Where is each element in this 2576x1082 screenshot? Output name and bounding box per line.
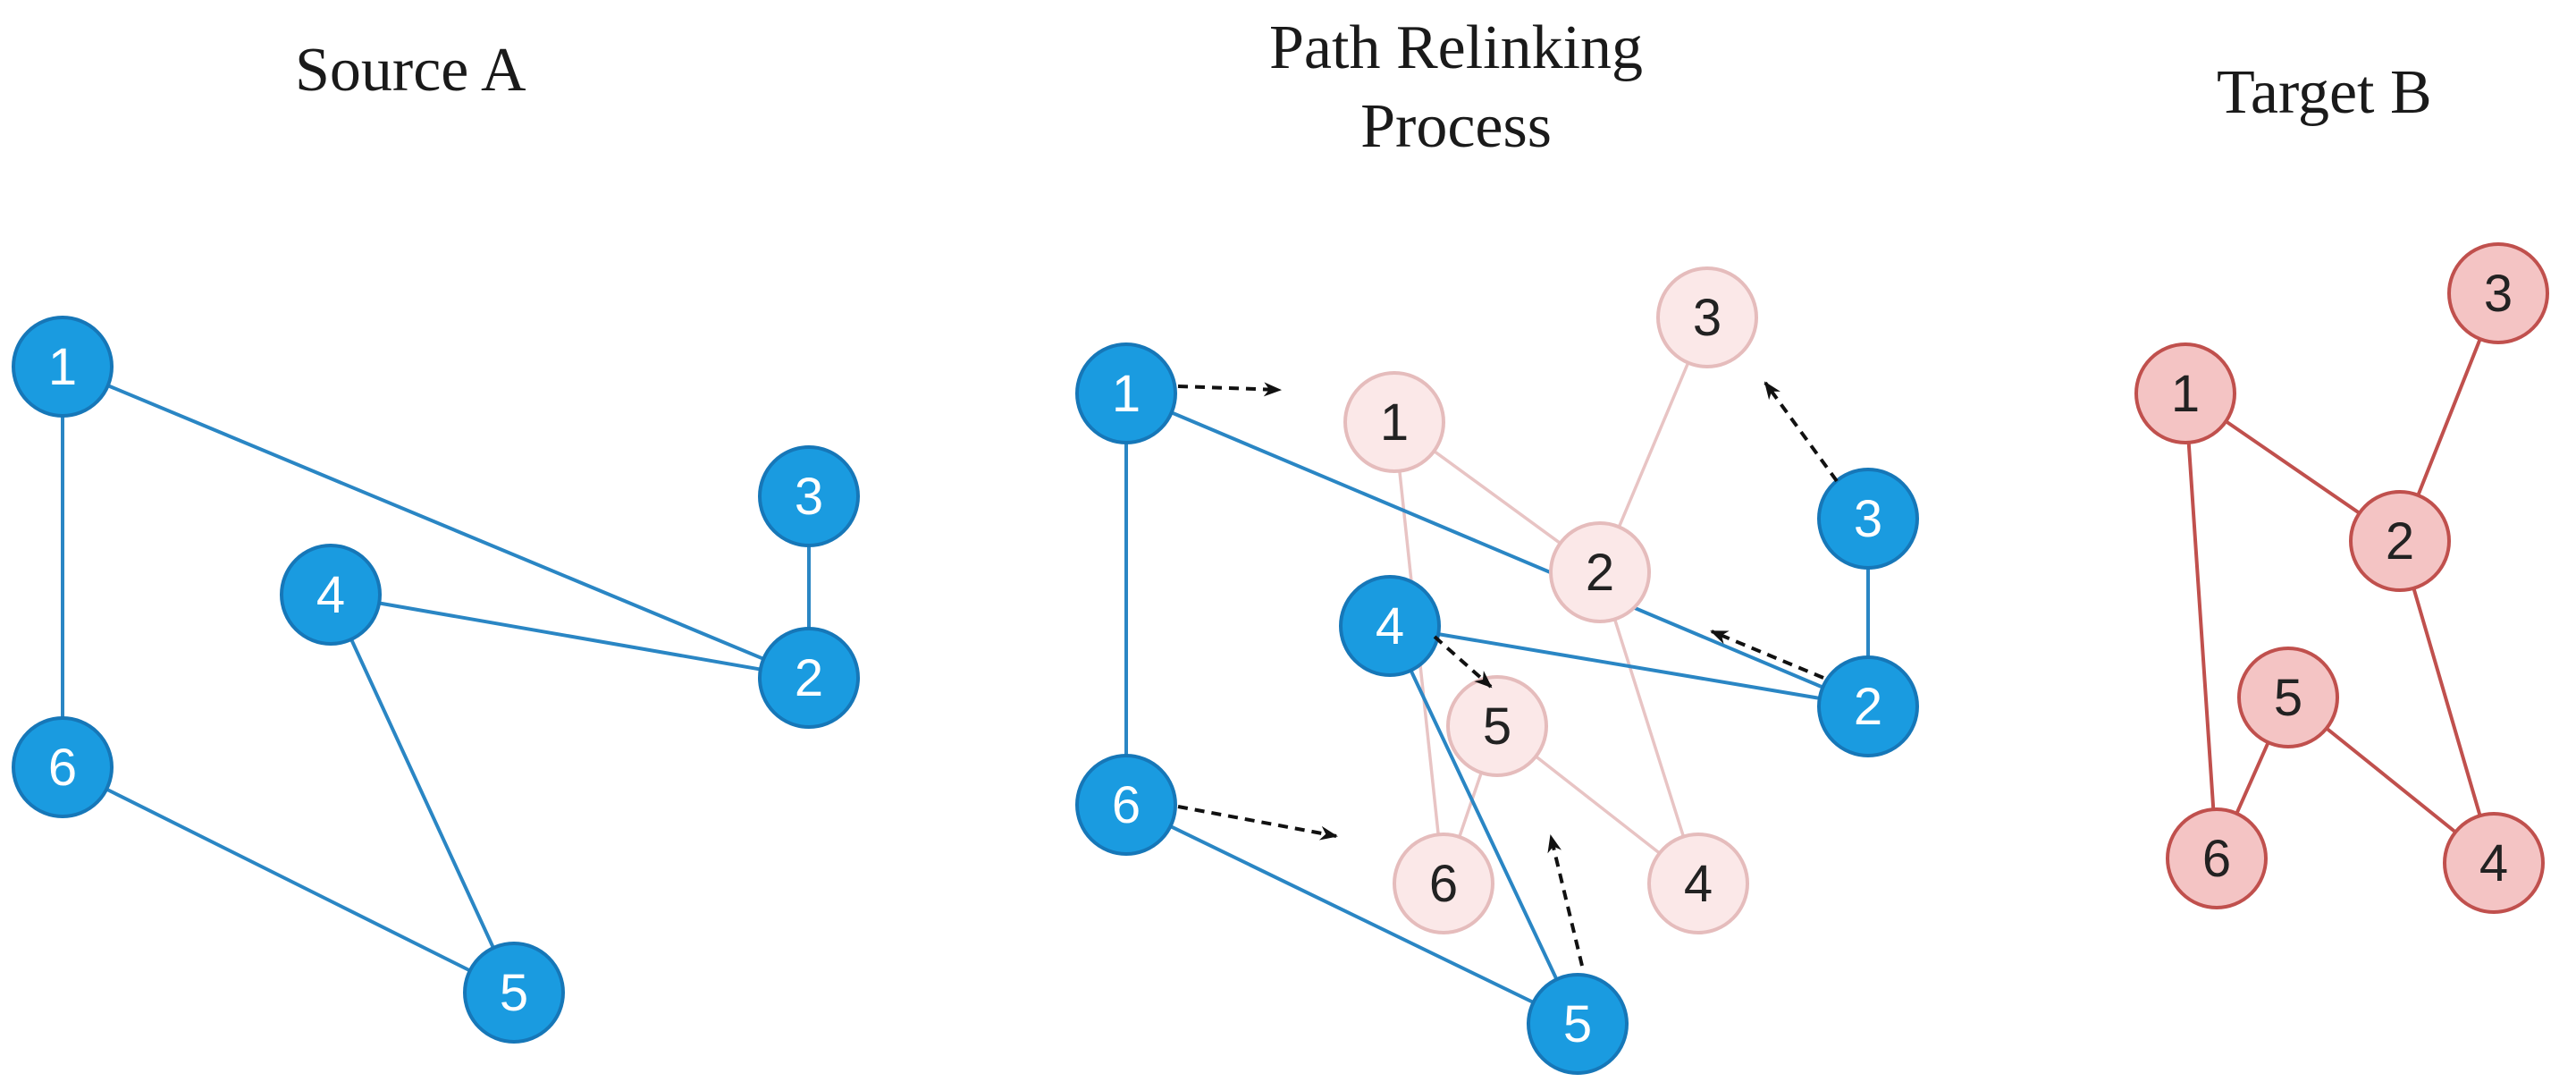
target-node-3-label: 3: [2484, 265, 2513, 323]
target-node-4-label: 4: [2479, 834, 2508, 892]
process-faded-node-4-label: 4: [1684, 855, 1713, 913]
process-blue-node-4-circle: [1339, 575, 1441, 677]
process-faded-node-2: 2: [1549, 521, 1651, 623]
source-node-2-circle: [758, 627, 860, 729]
process-title-line1: Path Relinking: [1269, 13, 1644, 82]
source-node-3: 3: [758, 445, 860, 547]
process-blue-node-3: 3: [1817, 468, 1919, 570]
target-node-4-circle: [2443, 812, 2545, 914]
process-faded-node-3-label: 3: [1693, 289, 1722, 347]
process-blue-edge-4-5: [1388, 624, 1579, 1026]
nodes-layer: 1 2 3 4 5 6 1 2 3 4 5 6 1 2 3 4 5 6 1 2 3 4 5 6: [12, 242, 2549, 1075]
process-blue-node-1-label: 1: [1112, 365, 1141, 423]
target-node-2-label: 2: [2386, 512, 2414, 571]
source-node-6-label: 6: [48, 739, 77, 797]
target-node-6-label: 6: [2202, 830, 2231, 888]
source-edge-4-5: [329, 593, 516, 994]
process-blue-node-3-circle: [1817, 468, 1919, 570]
process-faded-node-4-circle: [1647, 833, 1749, 934]
source-node-5-label: 5: [500, 964, 528, 1022]
process-faded-node-2-label: 2: [1586, 544, 1614, 602]
target-node-3-circle: [2447, 242, 2549, 344]
process-title: Path Relinking Process: [1269, 9, 1643, 165]
process-faded-node-6-circle: [1393, 833, 1494, 934]
process-faded-node-1-circle: [1343, 371, 1445, 473]
moves-layer: [1177, 381, 1839, 967]
source-node-1: 1: [12, 316, 114, 418]
source-edge-1-2: [61, 365, 811, 680]
process-faded-node-3-circle: [1656, 266, 1758, 368]
process-blue-node-6-label: 6: [1112, 776, 1141, 834]
process-blue-node-6-circle: [1075, 754, 1177, 856]
source-node-3-label: 3: [795, 468, 823, 526]
process-blue-node-2: 2: [1817, 655, 1919, 757]
move-arrow-6: [1177, 805, 1338, 841]
source-node-6-circle: [12, 716, 114, 818]
process-title-line2: Process: [1360, 91, 1552, 161]
process-blue-node-4-label: 4: [1376, 597, 1404, 655]
source-node-5: 5: [463, 942, 565, 1044]
source-node-4-label: 4: [316, 566, 345, 624]
source-node-6: 6: [12, 716, 114, 818]
process-blue-node-1-circle: [1075, 342, 1177, 444]
process-blue-node-5-circle: [1527, 973, 1629, 1075]
target-node-5: 5: [2237, 647, 2339, 748]
process-faded-node-4: 4: [1647, 833, 1749, 934]
process-faded-node-1-label: 1: [1380, 393, 1409, 452]
source-node-1-circle: [12, 316, 114, 418]
edges-layer: [61, 292, 2500, 1026]
process-blue-node-4: 4: [1339, 575, 1441, 677]
process-blue-node-1: 1: [1075, 342, 1177, 444]
process-blue-node-2-circle: [1817, 655, 1919, 757]
process-blue-node-2-label: 2: [1854, 678, 1882, 736]
process-faded-node-5: 5: [1446, 675, 1548, 777]
process-blue-node-6: 6: [1075, 754, 1177, 856]
move-arrow-4: [1433, 635, 1493, 689]
target-node-3: 3: [2447, 242, 2549, 344]
process-faded-node-2-circle: [1549, 521, 1651, 623]
target-node-4: 4: [2443, 812, 2545, 914]
source-edge-4-2: [329, 593, 811, 680]
process-faded-node-5-circle: [1446, 675, 1548, 777]
source-title: Source A: [295, 36, 526, 105]
target-edge-1-6: [2184, 392, 2218, 860]
move-arrow-2: [1710, 630, 1824, 680]
process-faded-node-1: 1: [1343, 371, 1445, 473]
process-faded-node-5-label: 5: [1483, 697, 1511, 756]
process-blue-edge-4-2: [1388, 624, 1870, 708]
process-faded-node-6: 6: [1393, 833, 1494, 934]
source-node-4-circle: [280, 544, 382, 646]
source-node-2: 2: [758, 627, 860, 729]
target-node-1: 1: [2134, 342, 2236, 444]
move-arrow-1: [1177, 382, 1282, 397]
process-blue-edge-1-2: [1124, 392, 1870, 708]
target-node-6-circle: [2166, 807, 2268, 909]
move-arrow-3: [1764, 381, 1839, 483]
target-node-1-label: 1: [2171, 365, 2200, 423]
process-blue-node-5-label: 5: [1563, 995, 1592, 1053]
process-faded-node-6-label: 6: [1429, 855, 1458, 913]
source-node-1-label: 1: [48, 338, 77, 396]
process-faded-edge-2-4: [1598, 571, 1700, 885]
source-node-5-circle: [463, 942, 565, 1044]
source-node-4: 4: [280, 544, 382, 646]
target-edge-2-4: [2398, 539, 2496, 865]
process-faded-node-3: 3: [1656, 266, 1758, 368]
target-node-2-circle: [2349, 490, 2451, 592]
source-edge-6-5: [61, 765, 516, 994]
move-arrow-5: [1547, 834, 1584, 967]
target-node-5-label: 5: [2274, 669, 2302, 727]
process-blue-edge-6-5: [1124, 803, 1579, 1026]
target-title: Target B: [2217, 58, 2432, 127]
source-node-2-label: 2: [795, 649, 823, 707]
target-node-6: 6: [2166, 807, 2268, 909]
process-blue-node-3-label: 3: [1854, 490, 1882, 548]
target-node-2: 2: [2349, 490, 2451, 592]
target-node-1-circle: [2134, 342, 2236, 444]
source-node-3-circle: [758, 445, 860, 547]
process-blue-node-5: 5: [1527, 973, 1629, 1075]
target-node-5-circle: [2237, 647, 2339, 748]
